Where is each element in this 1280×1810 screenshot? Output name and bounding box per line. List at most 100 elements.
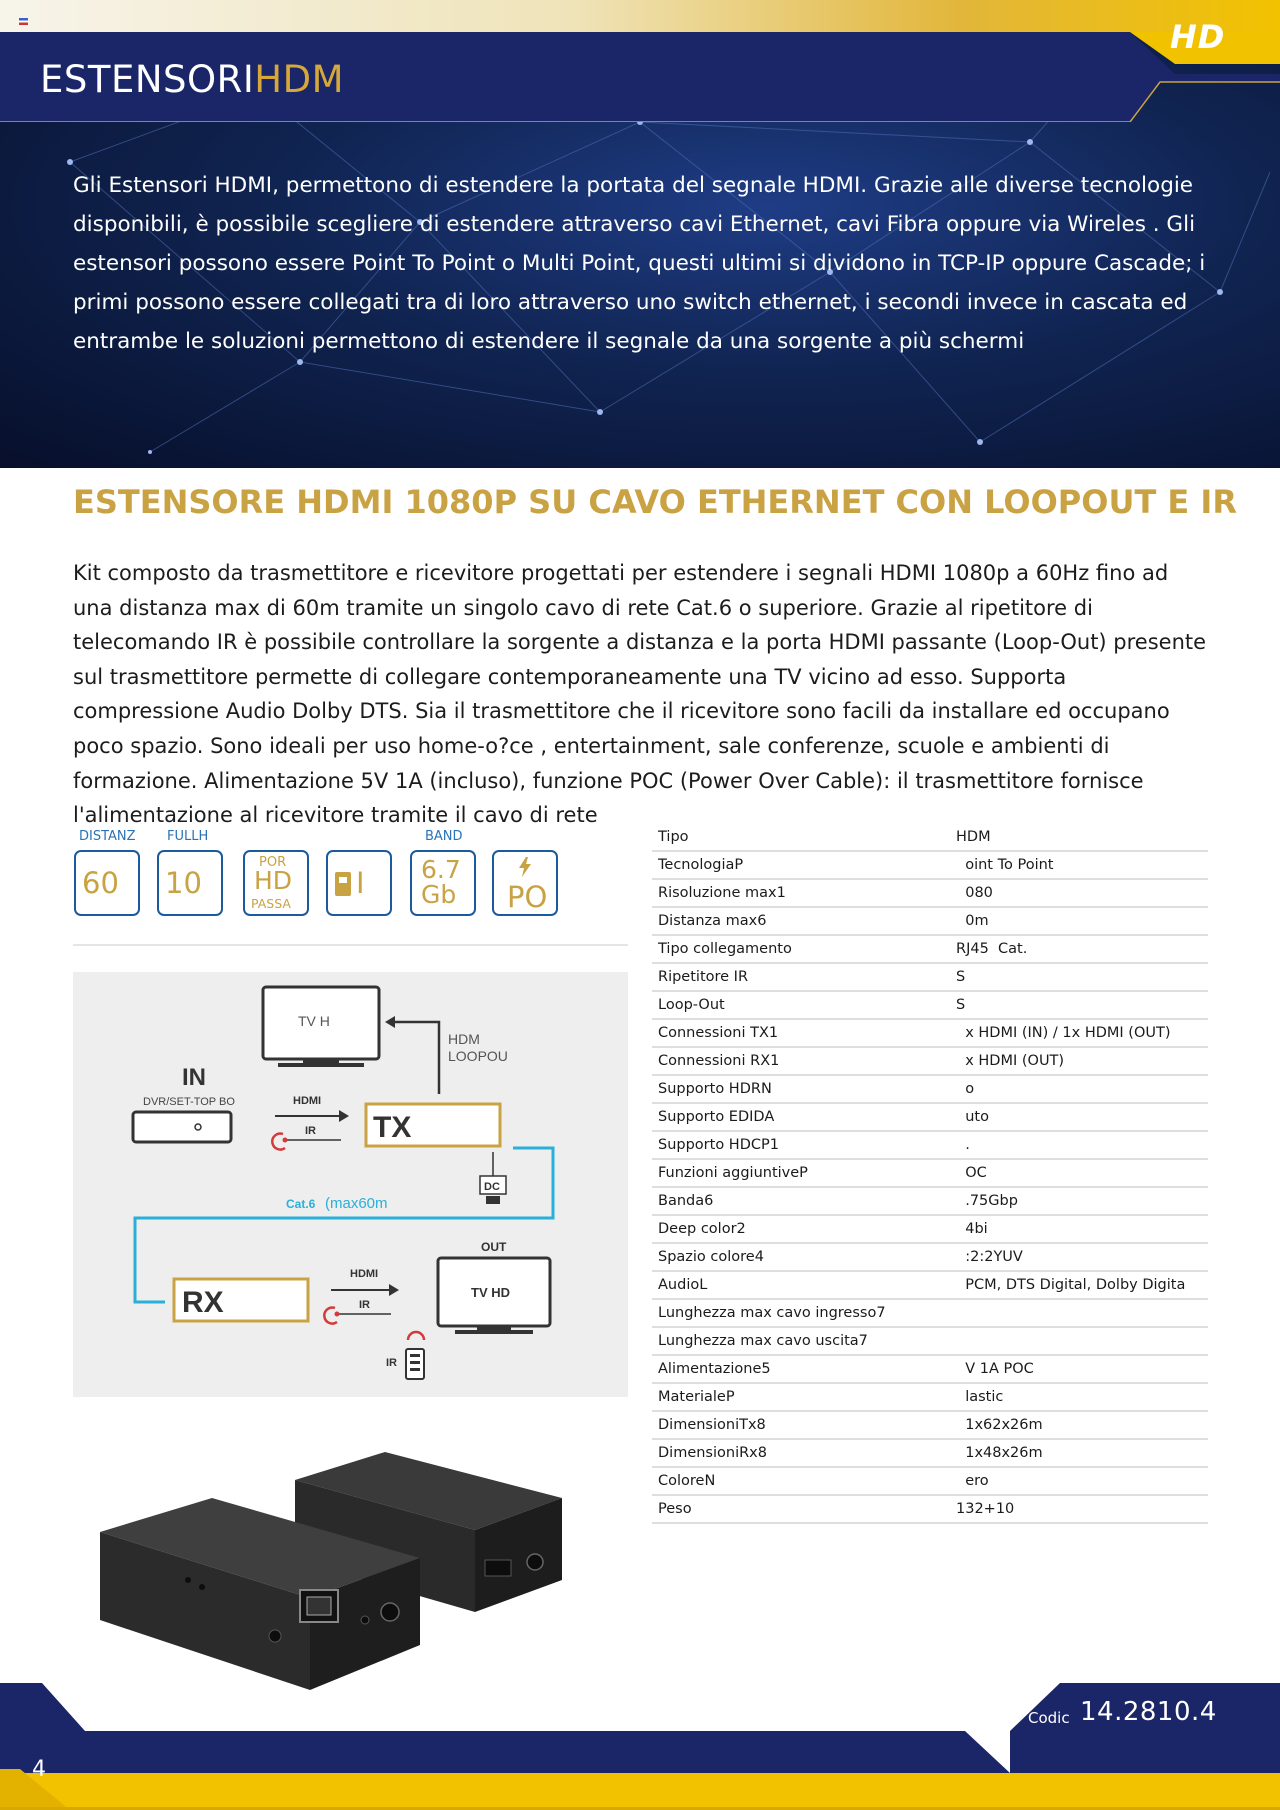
- spec-row: DimensioniRx8 1x48x26m: [652, 1439, 1208, 1468]
- spec-key: Ripetitore IR: [652, 963, 950, 992]
- spec-value: 0m: [950, 907, 1208, 936]
- hdmi-out-label: HDMI: [350, 1268, 378, 1280]
- spec-key: Deep color2: [652, 1215, 950, 1244]
- spec-row: AudioL PCM, DTS Digital, Dolby Digita: [652, 1271, 1208, 1300]
- spec-key: Tipo collegamento: [652, 935, 950, 964]
- spec-row: Connessioni TX1 x HDMI (IN) / 1x HDMI (O…: [652, 1019, 1208, 1048]
- dvr-box-icon: [131, 1110, 233, 1144]
- spec-value: [950, 1299, 1208, 1328]
- spec-key: Distanza max6: [652, 907, 950, 936]
- spec-value: 080: [950, 879, 1208, 908]
- spec-key: Peso: [652, 1495, 950, 1524]
- title-band: [0, 32, 1280, 123]
- spec-value: OC: [950, 1159, 1208, 1188]
- feature-top: POR: [259, 855, 287, 870]
- feature-value: 6.7: [421, 855, 461, 884]
- spec-row: ColoreN ero: [652, 1467, 1208, 1496]
- rx-label: RX: [182, 1286, 224, 1319]
- page-title-main: ESTENSORI: [40, 58, 255, 101]
- spec-key: Loop-Out: [652, 991, 950, 1020]
- spec-value: x HDMI (OUT): [950, 1047, 1208, 1076]
- spec-row: TecnologiaP oint To Point: [652, 851, 1208, 880]
- spec-row: Connessioni RX1 x HDMI (OUT): [652, 1047, 1208, 1076]
- feature-badge-distance: 60: [74, 850, 140, 916]
- spec-row: Distanza max6 0m: [652, 907, 1208, 936]
- spec-key: ColoreN: [652, 1467, 950, 1496]
- dvr-label: DVR/SET-TOP BO: [143, 1096, 235, 1108]
- code-label: Codic: [1028, 1709, 1070, 1727]
- footer-band: [0, 1683, 1280, 1810]
- spec-value: :2:2YUV: [950, 1243, 1208, 1272]
- spec-row: Spazio colore4 :2:2YUV: [652, 1243, 1208, 1272]
- product-photo: [100, 1440, 570, 1710]
- spec-value: oint To Point: [950, 851, 1208, 880]
- feature-value: I: [356, 866, 365, 900]
- ir-signal-icon: [271, 1132, 288, 1151]
- feature-badge-resolution: 10: [157, 850, 223, 916]
- feature-badge-loopout: POR HD PASSA: [243, 850, 309, 916]
- lightning-icon: [519, 857, 531, 877]
- feature-badge-ir: I: [326, 850, 392, 916]
- top-gold-strip: [0, 0, 1280, 32]
- spec-value: S: [950, 963, 1208, 992]
- feature-bottom: Gb: [421, 880, 457, 909]
- loopout-label: LOOPOU: [448, 1048, 508, 1064]
- page-title-accent: HDM: [254, 58, 345, 101]
- spec-value: ero: [950, 1467, 1208, 1496]
- spec-row: Supporto HDRN o: [652, 1075, 1208, 1104]
- spec-key: TecnologiaP: [652, 851, 950, 880]
- intro-paragraph: Gli Estensori HDMI, permettono di estend…: [73, 173, 1206, 354]
- spec-key: Connessioni TX1: [652, 1019, 950, 1048]
- spec-key: Spazio colore4: [652, 1243, 950, 1272]
- spec-row: Lunghezza max cavo ingresso7: [652, 1299, 1208, 1328]
- tv-hd-icon: [436, 1256, 552, 1334]
- tx-box: [364, 1102, 502, 1148]
- spec-value: HDM: [950, 824, 1208, 852]
- feature-label-bandwidth: BAND: [425, 829, 463, 844]
- spec-value: 4bi: [950, 1215, 1208, 1244]
- tv-hd-label: TV HD: [471, 1285, 510, 1300]
- feature-value: 10: [165, 866, 202, 900]
- spec-value: uto: [950, 1103, 1208, 1132]
- spec-key: MaterialeP: [652, 1383, 950, 1412]
- product-code: 14.2810.4: [1080, 1697, 1217, 1727]
- page-number: 4: [32, 1757, 46, 1782]
- ir-out-label: IR: [359, 1299, 370, 1311]
- connection-diagram: TV H HDM LOOPOU IN DVR/SET-TOP BO HDMI I…: [73, 972, 628, 1397]
- spec-key: DimensioniTx8: [652, 1411, 950, 1440]
- hdmi-in-label: HDMI: [293, 1095, 321, 1107]
- rx-box: [172, 1277, 310, 1323]
- spec-value: 1x48x26m: [950, 1439, 1208, 1468]
- spec-row: Funzioni aggiuntiveP OC: [652, 1159, 1208, 1188]
- feature-value: HD: [254, 866, 293, 895]
- spec-key: Lunghezza max cavo ingresso7: [652, 1299, 950, 1328]
- cat6-max-label: (max60m: [325, 1195, 388, 1212]
- tv-top-label: TV H: [298, 1013, 330, 1029]
- ir-remote-label: IR: [386, 1357, 397, 1369]
- spec-row: Deep color2 4bi: [652, 1215, 1208, 1244]
- spec-row: Supporto HDCP1 .: [652, 1131, 1208, 1160]
- cat6-label: Cat.6: [286, 1197, 316, 1211]
- feature-badge-poc: PO: [492, 850, 558, 916]
- spec-key: Tipo: [652, 824, 950, 852]
- spec-value: x HDMI (IN) / 1x HDMI (OUT): [950, 1019, 1208, 1048]
- spec-row: Alimentazione5 V 1A POC: [652, 1355, 1208, 1384]
- flag-icon: [19, 18, 28, 25]
- spec-value: 132+10: [950, 1495, 1208, 1524]
- feature-value: 60: [82, 866, 119, 900]
- spec-key: Supporto HDCP1: [652, 1131, 950, 1160]
- spec-value: .75Gbp: [950, 1187, 1208, 1216]
- feature-value: PO: [507, 880, 548, 914]
- in-label: IN: [182, 1064, 206, 1091]
- spec-value: PCM, DTS Digital, Dolby Digita: [950, 1271, 1208, 1300]
- hd-logo: HD: [1170, 18, 1226, 56]
- feature-divider: [73, 944, 628, 946]
- dc-label: DC: [484, 1181, 500, 1193]
- ir-remote-icon: [335, 872, 351, 896]
- spec-row: MaterialeP lastic: [652, 1383, 1208, 1412]
